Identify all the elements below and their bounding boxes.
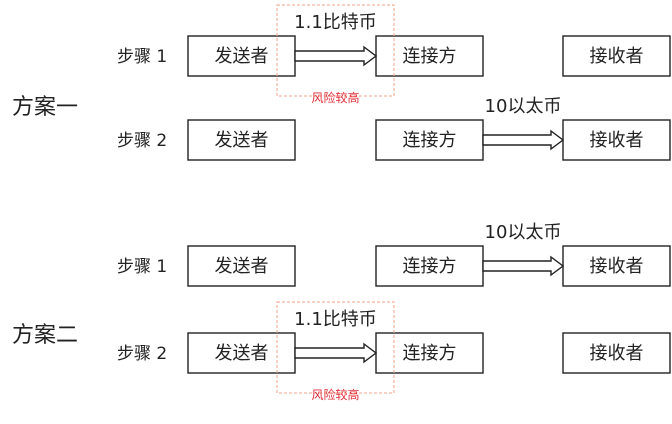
transfer-amount-label: 10以太币 [485, 222, 562, 243]
receiver-label: 接收者 [590, 130, 644, 151]
step-label-1-2: 步骤 2 [117, 131, 167, 151]
scheme-title-2: 方案二 [12, 323, 78, 348]
transfer-amount-label: 10以太币 [485, 96, 562, 117]
step-label-2-2: 步骤 2 [117, 344, 167, 364]
sender-label: 发送者 [215, 130, 269, 151]
step-label-2-1: 步骤 1 [117, 257, 167, 277]
transfer-arrow [482, 255, 565, 277]
connector-label: 连接方 [403, 130, 457, 151]
sender-label: 发送者 [215, 46, 269, 67]
risk-highlight-frame [276, 301, 395, 394]
receiver-box [562, 35, 671, 77]
scheme-title-1: 方案一 [12, 95, 78, 120]
sender-box [187, 119, 296, 161]
transfer-arrow [294, 45, 378, 67]
step-label-1-1: 步骤 1 [117, 47, 167, 67]
receiver-box [562, 332, 671, 374]
receiver-label: 接收者 [590, 256, 644, 277]
transfer-amount-label: 1.1比特币 [294, 12, 377, 33]
transfer-arrow [294, 342, 378, 364]
connector-label: 连接方 [403, 343, 457, 364]
connector-label: 连接方 [403, 256, 457, 277]
receiver-label: 接收者 [590, 46, 644, 67]
sender-label: 发送者 [215, 343, 269, 364]
risk-label: 风险较高 [311, 90, 359, 105]
sender-label: 发送者 [215, 256, 269, 277]
transfer-arrow [482, 129, 565, 151]
transfer-amount-label: 1.1比特币 [294, 309, 377, 330]
connector-label: 连接方 [403, 46, 457, 67]
risk-label: 风险较高 [311, 387, 359, 402]
sender-box [187, 245, 296, 287]
receiver-box [562, 119, 671, 161]
risk-highlight-frame [276, 4, 395, 97]
receiver-label: 接收者 [590, 343, 644, 364]
